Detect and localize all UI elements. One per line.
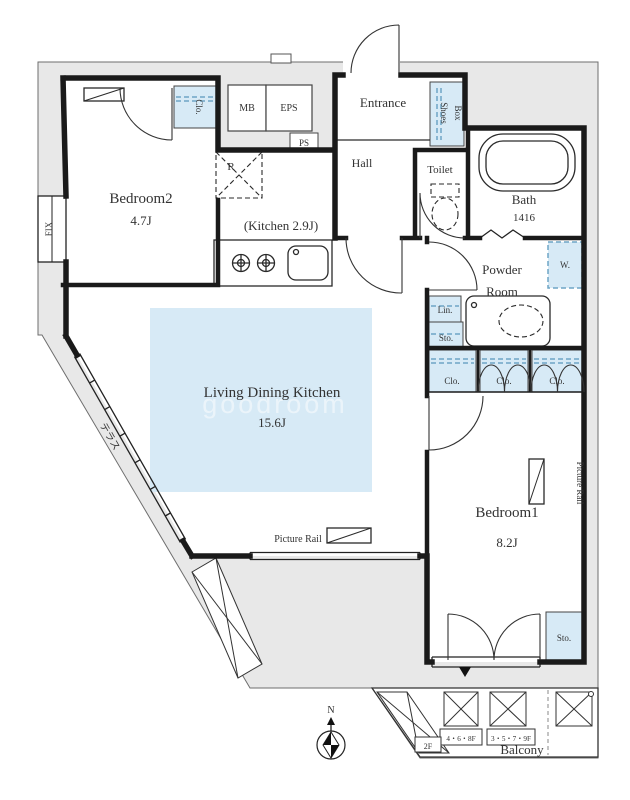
closet-2-label: Clo. xyxy=(496,376,511,386)
drain-icon xyxy=(588,691,594,697)
shaft-boxes xyxy=(227,84,319,152)
stove-burner-icon xyxy=(256,253,276,273)
toilet-door-arc xyxy=(419,192,466,239)
ac-unit-icon xyxy=(83,87,125,102)
fixtures xyxy=(83,87,576,544)
ac-unit-icon xyxy=(528,458,545,505)
sink-icon xyxy=(287,245,329,281)
washer-label: W. xyxy=(560,260,570,270)
room-label-bedroom1: Bedroom1 xyxy=(475,505,538,521)
bedroom2-door-arc xyxy=(119,87,173,141)
picture-rail-label-living: Picture Rail xyxy=(274,534,322,545)
compass-north-label: N xyxy=(327,705,334,716)
exterior-walls xyxy=(60,72,587,665)
terrace-slab xyxy=(191,557,263,679)
compass-icon xyxy=(316,717,346,760)
room-label-powder-1: Powder xyxy=(482,262,522,277)
ldk-highlight xyxy=(150,308,372,492)
entrance-door-notch xyxy=(343,24,400,75)
hall-door-arc xyxy=(345,237,403,294)
doors xyxy=(119,24,585,661)
room-label-bath: Bath xyxy=(512,192,537,207)
eps-shaft xyxy=(265,84,313,132)
room-size-bath: 1416 xyxy=(513,212,536,224)
room-label-kitchen: (Kitchen 2.9J) xyxy=(244,218,318,233)
room-label-ldk: Living Dining Kitchen xyxy=(204,385,341,401)
hall-storage-label: Sto. xyxy=(439,333,453,343)
refrigerator-space-icon xyxy=(215,151,263,199)
room-label-bedroom2: Bedroom2 xyxy=(109,191,172,207)
shoes-box-label-2: Box xyxy=(453,105,463,121)
floors-3579-label: 3・5・7・9F xyxy=(491,735,531,743)
floor-label-box-2f xyxy=(414,736,442,753)
room-label-powder-2: Room xyxy=(486,284,518,299)
linen-closet xyxy=(428,295,462,323)
floors-468-label: 4・6・8F xyxy=(446,735,475,743)
floor-2f-label: 2F xyxy=(424,742,433,751)
bedroom1-door-arc xyxy=(428,395,484,451)
kitchen-counter xyxy=(213,239,333,287)
duct-tab xyxy=(270,53,292,64)
bedroom1-storage-label: Sto. xyxy=(557,633,571,643)
ac-unit-icon xyxy=(326,527,372,544)
picture-rail-label-bedroom1: Picture Rail xyxy=(575,462,585,505)
closet-3-label: Clo. xyxy=(549,376,564,386)
fix-window xyxy=(37,195,67,263)
room-label-toilet: Toilet xyxy=(427,164,453,176)
powder-room-door-arc xyxy=(428,241,478,291)
ps-label: PS xyxy=(299,138,309,148)
closet-folding-doors xyxy=(477,364,585,393)
bedroom1-south-window xyxy=(431,656,541,668)
closet-rail-dashes xyxy=(176,88,580,364)
linen-label: Lin. xyxy=(438,305,453,315)
closet-1-label: Clo. xyxy=(444,376,459,386)
bath-folding-door xyxy=(479,229,526,239)
floor-label-box xyxy=(486,728,536,746)
refrigerator-label: R xyxy=(227,161,235,173)
eps-label: EPS xyxy=(280,103,297,114)
room-label-hall: Hall xyxy=(352,156,373,170)
living-south-window xyxy=(249,551,421,561)
balcony-access-marker xyxy=(459,667,471,677)
room-size-bedroom2: 4.7J xyxy=(130,213,151,228)
bathtub-icon xyxy=(478,133,576,192)
watermark: goodroom xyxy=(202,389,348,419)
closet-1 xyxy=(428,349,477,393)
room-label-entrance: Entrance xyxy=(360,95,406,110)
labels: goodroom Bedroom2 4.7J Living Dining Kit… xyxy=(44,95,585,757)
balcony-area xyxy=(370,687,599,758)
room-size-ldk: 15.6J xyxy=(258,415,286,430)
mb-shaft xyxy=(227,84,267,132)
double-door-arcs xyxy=(447,613,541,661)
closet-label-bedroom2: Clo. xyxy=(194,99,204,114)
diagonal-window xyxy=(73,353,187,543)
stove-burner-icon xyxy=(231,253,251,273)
room-size-bedroom1: 8.2J xyxy=(496,535,517,550)
walls xyxy=(60,72,587,665)
mb-label: MB xyxy=(239,103,255,114)
shoes-box-label-1: Shoes xyxy=(439,102,449,124)
bedroom2-closet xyxy=(173,85,219,129)
interior-walls xyxy=(60,125,587,559)
room-label-balcony: Balcony xyxy=(500,742,544,757)
fix-window-label: FIX xyxy=(44,221,54,236)
toilet-icon xyxy=(430,183,460,231)
windows xyxy=(37,195,541,668)
entrance-door-arc xyxy=(350,24,400,74)
